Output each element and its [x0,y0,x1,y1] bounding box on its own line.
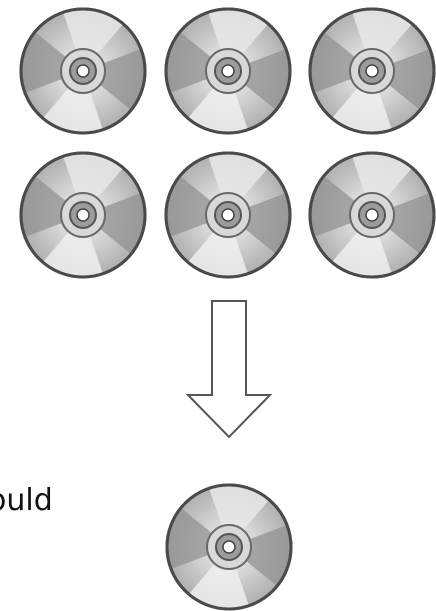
cd-disc-icon [164,7,292,135]
cd-disc-icon [308,151,436,279]
caption-text: ould [0,483,53,518]
cd-disc-icon [19,151,147,279]
cd-disc-icon [164,151,292,279]
cd-disc-icon [19,7,147,135]
cd-disc-icon [165,483,293,611]
disc-grid [19,7,436,279]
down-arrow-icon [185,300,273,439]
cd-disc-icon [308,7,436,135]
